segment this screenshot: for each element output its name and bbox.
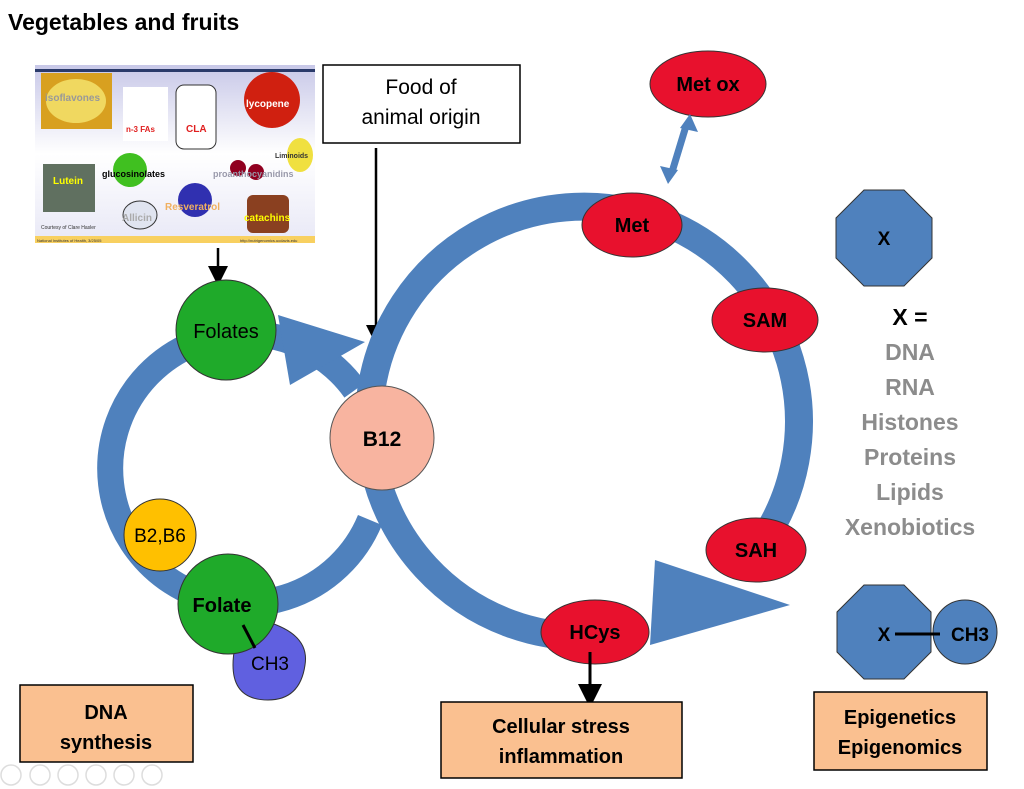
svg-text:Courtesy of Clare Hasler: Courtesy of Clare Hasler bbox=[41, 225, 96, 231]
methionine-cycle-arrowhead bbox=[650, 560, 790, 645]
folates-node bbox=[175, 279, 277, 381]
svg-text:Folate: Folate bbox=[193, 595, 252, 617]
b2b6-node bbox=[123, 498, 197, 572]
met-node bbox=[581, 192, 683, 258]
svg-text:X =: X = bbox=[892, 304, 927, 330]
svg-text:Epigenomics: Epigenomics bbox=[838, 737, 962, 759]
svg-text:Resveratrol: Resveratrol bbox=[165, 202, 220, 213]
svg-text:synthesis: synthesis bbox=[60, 732, 152, 754]
ch3-right-node bbox=[932, 599, 998, 665]
x-list: DNA RNA Histones Proteins Lipids Xenobio… bbox=[845, 339, 975, 540]
svg-text:Allicin: Allicin bbox=[122, 213, 152, 224]
svg-text:X: X bbox=[878, 229, 891, 250]
svg-text:Lutein: Lutein bbox=[53, 176, 83, 187]
slideshow-controls bbox=[0, 764, 163, 786]
b12-node bbox=[329, 385, 435, 491]
svg-text:RNA: RNA bbox=[885, 374, 935, 400]
svg-text:DNA: DNA bbox=[84, 702, 127, 724]
dna-synthesis-box bbox=[19, 684, 194, 763]
svg-text:National Institutes of Health,: National Institutes of Health, 3/25/05 bbox=[37, 238, 102, 243]
svg-text:Xenobiotics: Xenobiotics bbox=[845, 514, 975, 540]
svg-text:isoflavones: isoflavones bbox=[45, 93, 100, 104]
zoom-button[interactable] bbox=[113, 764, 135, 786]
see-all-slides-button[interactable] bbox=[85, 764, 107, 786]
cellular-stress-box bbox=[440, 701, 683, 779]
svg-text:proanthocyanidins: proanthocyanidins bbox=[213, 169, 294, 179]
met-ox-node bbox=[649, 50, 767, 118]
svg-text:DNA: DNA bbox=[885, 339, 935, 365]
svg-text:SAH: SAH bbox=[735, 540, 777, 562]
svg-text:SAM: SAM bbox=[743, 310, 787, 332]
svg-text:Folates: Folates bbox=[193, 321, 259, 343]
x-octagon bbox=[835, 189, 933, 287]
page-title: Vegetables and fruits bbox=[8, 9, 239, 35]
svg-text:animal origin: animal origin bbox=[361, 106, 480, 129]
previous-slide-button[interactable] bbox=[0, 764, 22, 786]
svg-text:inflammation: inflammation bbox=[499, 746, 623, 768]
methylated-x-octagon bbox=[836, 584, 932, 680]
svg-text:glucosinolates: glucosinolates bbox=[102, 169, 165, 179]
svg-text:Proteins: Proteins bbox=[864, 444, 956, 470]
double-arrow-met-metox bbox=[660, 114, 698, 184]
svg-text:Liminoids: Liminoids bbox=[275, 153, 308, 160]
next-slide-button[interactable] bbox=[29, 764, 51, 786]
folate-cycle-arrowhead bbox=[278, 315, 365, 385]
svg-text:Histones: Histones bbox=[861, 409, 958, 435]
folate-node bbox=[177, 553, 279, 655]
svg-text:catachins: catachins bbox=[244, 213, 291, 224]
epigenetics-box bbox=[813, 691, 988, 771]
svg-text:B12: B12 bbox=[363, 428, 402, 451]
more-options-button[interactable] bbox=[141, 764, 163, 786]
svg-text:Cellular stress: Cellular stress bbox=[492, 716, 630, 738]
svg-text:CH3: CH3 bbox=[951, 625, 989, 646]
svg-text:CLA: CLA bbox=[186, 124, 207, 135]
svg-text:CH3: CH3 bbox=[251, 654, 289, 675]
svg-text:Met ox: Met ox bbox=[676, 74, 739, 96]
svg-text:B2,B6: B2,B6 bbox=[134, 526, 186, 547]
svg-text:X: X bbox=[878, 625, 891, 646]
sah-node bbox=[705, 517, 807, 583]
food-animal-origin-box bbox=[322, 64, 521, 144]
sam-node bbox=[711, 287, 819, 353]
svg-text:HCys: HCys bbox=[569, 622, 620, 644]
hcys-node bbox=[540, 599, 650, 665]
methionine-cycle-ring bbox=[354, 192, 813, 651]
svg-text:Met: Met bbox=[615, 215, 650, 237]
svg-text:Lipids: Lipids bbox=[876, 479, 944, 505]
svg-text:Epigenetics: Epigenetics bbox=[844, 707, 956, 729]
nutrients-image: isoflavones n-3 FAs CLA lycopene Liminoi… bbox=[35, 65, 315, 243]
svg-text:http://nutrigenomics.ucdavis.e: http://nutrigenomics.ucdavis.edu bbox=[240, 238, 297, 243]
svg-text:lycopene: lycopene bbox=[246, 99, 290, 110]
svg-text:Food of: Food of bbox=[385, 76, 456, 99]
svg-text:n-3 FAs: n-3 FAs bbox=[126, 125, 155, 134]
pen-tool-button[interactable] bbox=[57, 764, 79, 786]
